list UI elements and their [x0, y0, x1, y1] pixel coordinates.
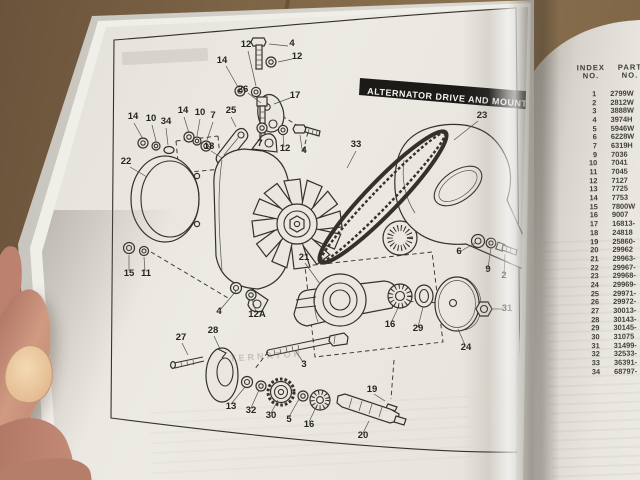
cap-34: [163, 145, 175, 155]
drive-belt: [317, 129, 449, 265]
callout-26: 26: [238, 84, 249, 95]
callout-3: 3: [301, 359, 306, 370]
callout-4: 4: [289, 38, 295, 49]
index-no-cell: 34: [591, 366, 601, 377]
alternator-band: [130, 155, 201, 243]
callout-12: 12: [292, 51, 303, 62]
callout-14: 14: [217, 55, 228, 66]
callout-34: 34: [161, 116, 172, 127]
callout-12: 12: [241, 39, 252, 50]
callout-7: 7: [210, 110, 215, 121]
callout-20: 20: [358, 430, 369, 441]
callout-13: 13: [226, 401, 237, 412]
washer-group-left: [137, 131, 212, 155]
callout-15: 15: [124, 268, 135, 279]
adjusting-arm: [293, 273, 399, 327]
washers-15-11: [122, 241, 150, 257]
callout-10: 10: [146, 113, 157, 124]
callout-18: 18: [204, 141, 215, 152]
callout-12A: 12A: [248, 309, 266, 320]
bleedthrough-band: [121, 47, 209, 66]
page-edge-highlight: [462, 7, 528, 480]
callout-25: 25: [226, 105, 237, 116]
washers-4-12a: [229, 281, 257, 301]
shaft-nut: [289, 215, 305, 233]
callout-5: 5: [286, 414, 292, 425]
index-header: INDEX NO. PART NO.: [572, 62, 640, 82]
part-no-cell: 68797-: [614, 366, 638, 376]
callout-21: 21: [299, 252, 310, 263]
lower-gear-train: [170, 347, 407, 426]
part-no-header: PART NO.: [617, 62, 640, 81]
callout-6: 6: [456, 246, 461, 257]
washer-bolt-group-right: [256, 122, 321, 137]
callout-16: 16: [385, 319, 396, 330]
callout-leaders: [128, 43, 506, 434]
callout-10: 10: [195, 107, 206, 118]
callout-27: 27: [176, 332, 187, 343]
mounting-bolt-group: [234, 37, 285, 147]
callout-4: 4: [301, 145, 307, 156]
callout-19: 19: [367, 384, 378, 395]
callout-12: 12: [280, 143, 291, 154]
callout-11: 11: [141, 268, 152, 279]
callout-22: 22: [121, 156, 132, 167]
callout-16: 16: [304, 419, 315, 430]
callout-28: 28: [208, 325, 219, 336]
callout-7: 7: [257, 138, 262, 149]
callout-14: 14: [178, 105, 189, 116]
long-bolt: [266, 332, 349, 357]
index-row: 34 68797-: [576, 366, 640, 377]
callout-17: 17: [290, 90, 301, 101]
fan-blades: [251, 178, 343, 270]
gear: [266, 377, 296, 407]
callout-4: 4: [216, 306, 222, 317]
page-curl-shading: [42, 210, 188, 480]
callout-32: 32: [246, 405, 257, 416]
callout-33: 33: [351, 139, 362, 150]
callout-29: 29: [413, 323, 424, 334]
index-no-header: INDEX NO.: [576, 63, 606, 81]
callout-30: 30: [266, 410, 277, 421]
callout-14: 14: [128, 111, 139, 122]
woodruff-key: [385, 403, 398, 412]
